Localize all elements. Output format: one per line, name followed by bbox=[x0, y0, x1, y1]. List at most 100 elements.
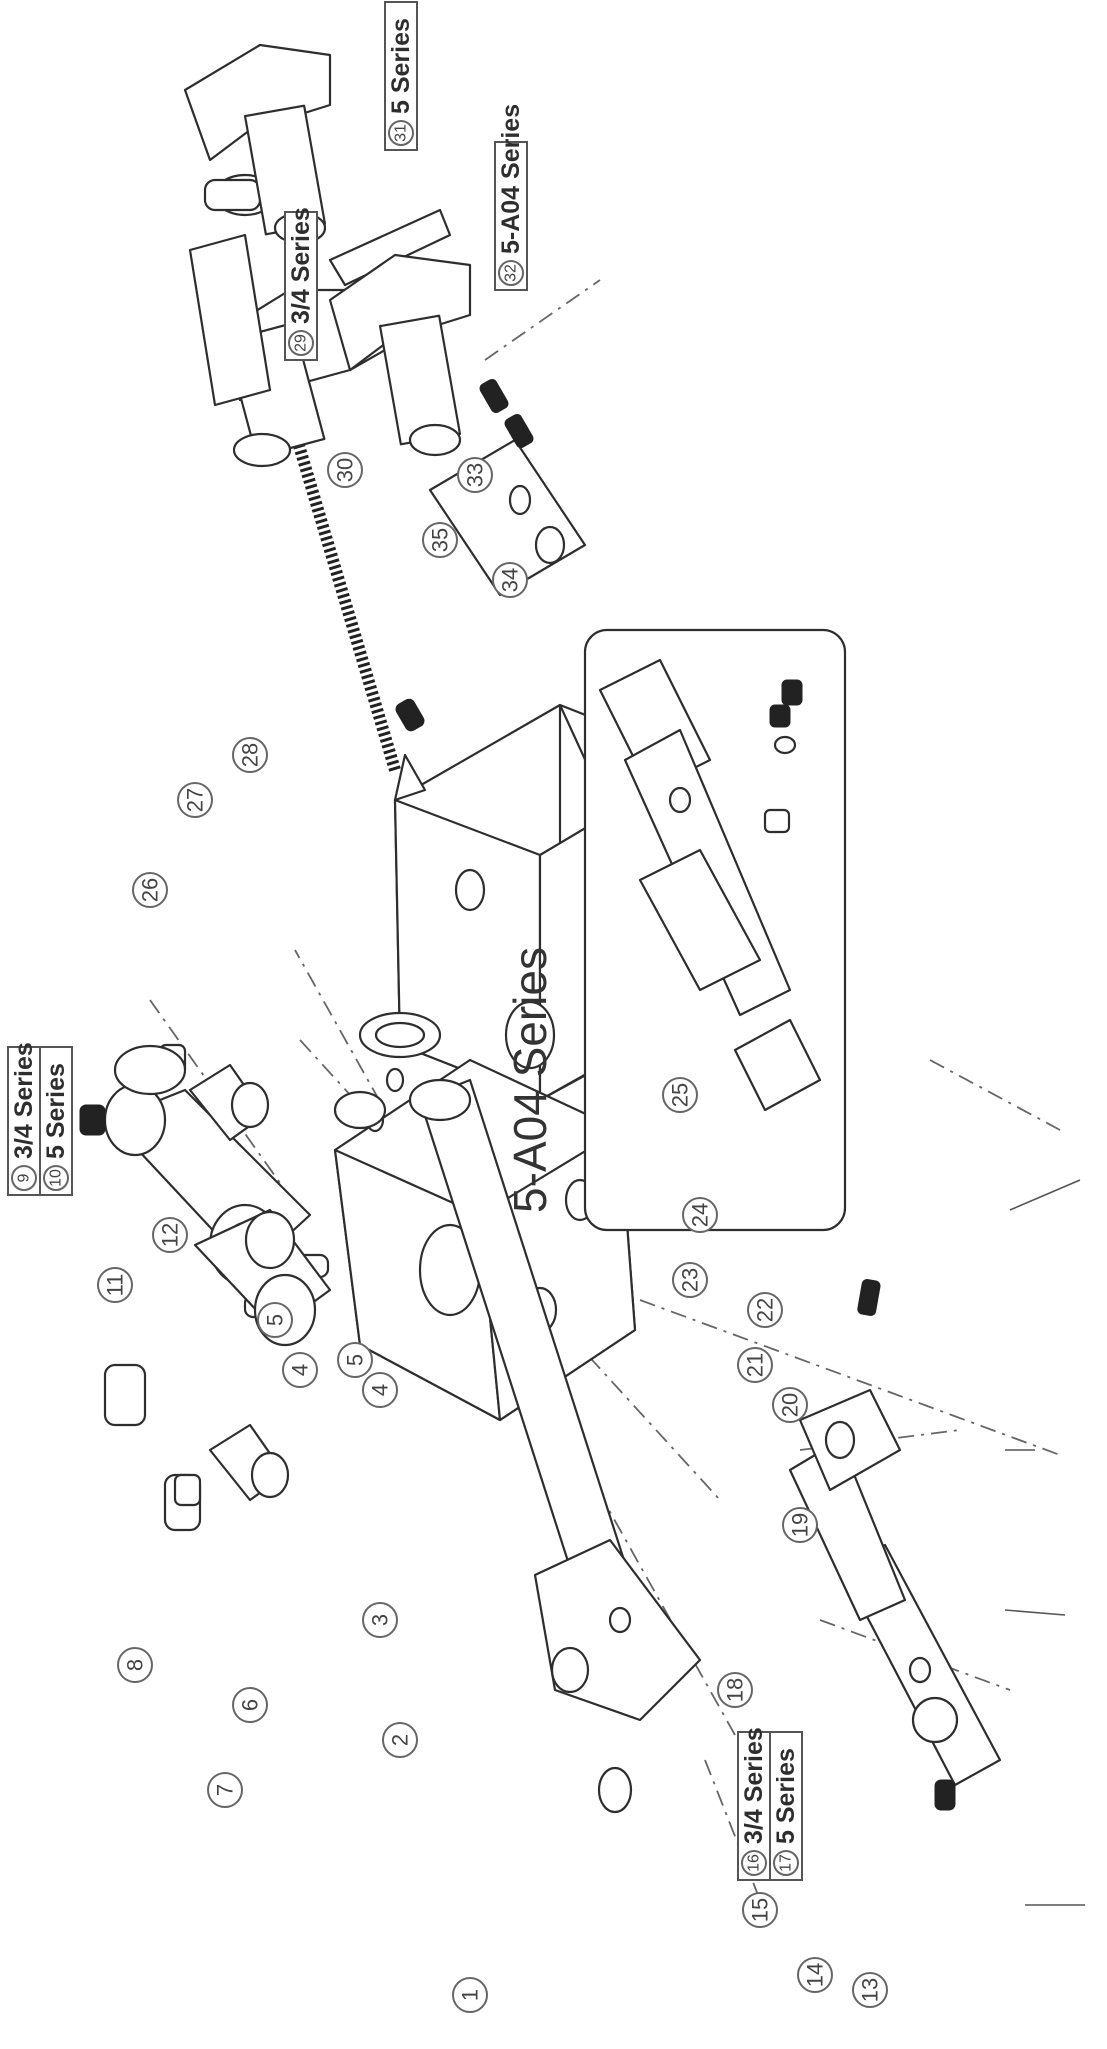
callout-circle bbox=[327, 452, 363, 488]
callout-circle bbox=[177, 782, 213, 818]
callout-30: 30 bbox=[327, 452, 363, 488]
callout-number: 30 bbox=[333, 458, 358, 482]
group-title: 5-A04 Series bbox=[504, 947, 556, 1213]
callout-circle bbox=[737, 1347, 773, 1383]
callout-26: 26 bbox=[132, 872, 168, 908]
callout-35: 35 bbox=[422, 522, 458, 558]
callout-number: 19 bbox=[788, 1513, 813, 1537]
callout-circle bbox=[452, 1977, 488, 2013]
callout-circle bbox=[852, 1972, 888, 2008]
callout-number: 28 bbox=[238, 743, 263, 767]
series-label-number: 9 bbox=[16, 1173, 33, 1182]
callout-number: 12 bbox=[158, 1223, 183, 1247]
series-label-number: 10 bbox=[48, 1169, 65, 1187]
callout-number: 25 bbox=[668, 1083, 693, 1107]
callout-circle bbox=[152, 1217, 188, 1253]
callout-circle bbox=[422, 522, 458, 558]
group-title-text: 5-A04 Series bbox=[504, 947, 556, 1213]
callout-circle bbox=[232, 1687, 268, 1723]
callout-20: 20 bbox=[772, 1387, 808, 1423]
callout-number: 14 bbox=[803, 1963, 828, 1987]
callout-11: 11 bbox=[97, 1267, 133, 1303]
callout-circle bbox=[382, 1722, 418, 1758]
series-label-circle bbox=[498, 260, 524, 286]
callout-25: 25 bbox=[662, 1077, 698, 1113]
callout-circle bbox=[132, 872, 168, 908]
callout-number: 15 bbox=[748, 1898, 773, 1922]
callout-6: 6 bbox=[232, 1687, 268, 1723]
series-label-text: 5 Series bbox=[772, 1748, 800, 1844]
callout-7: 7 bbox=[207, 1772, 243, 1808]
callout-12: 12 bbox=[152, 1217, 188, 1253]
callout-33: 33 bbox=[457, 457, 493, 493]
callout-circle bbox=[362, 1372, 398, 1408]
callout-circle bbox=[232, 737, 268, 773]
callout-number: 33 bbox=[463, 463, 488, 487]
series-label-row bbox=[284, 211, 318, 361]
callout-circle bbox=[207, 1772, 243, 1808]
callout-circle bbox=[672, 1262, 708, 1298]
callout-24: 24 bbox=[682, 1197, 718, 1233]
series-label-holder-32: 325-A04 Series bbox=[494, 104, 528, 291]
holder-32 bbox=[328, 253, 472, 457]
callout-number: 5 bbox=[343, 1354, 368, 1366]
series-label-circle bbox=[288, 330, 314, 356]
callout-15: 15 bbox=[742, 1892, 778, 1928]
callout-circle bbox=[457, 457, 493, 493]
callout-19: 19 bbox=[782, 1507, 818, 1543]
spring bbox=[284, 413, 427, 802]
callout-circle bbox=[782, 1507, 818, 1543]
callout-34: 34 bbox=[492, 562, 528, 598]
lever-1 bbox=[533, 1538, 702, 1814]
series-label-circle bbox=[741, 1850, 767, 1876]
callout-number: 23 bbox=[678, 1268, 703, 1292]
callout-number: 2 bbox=[388, 1734, 413, 1746]
callout-circle bbox=[662, 1077, 698, 1113]
series-label-text: 5 Series bbox=[387, 18, 415, 114]
callout-18: 18 bbox=[717, 1672, 753, 1708]
a04-group-box bbox=[583, 628, 847, 1232]
callout-number: 1 bbox=[458, 1989, 483, 2001]
callout-circle bbox=[362, 1602, 398, 1638]
callout-circle bbox=[337, 1342, 373, 1378]
callout-number: 4 bbox=[288, 1364, 313, 1376]
series-label-circle bbox=[11, 1165, 37, 1191]
callout-circle bbox=[682, 1197, 718, 1233]
callout-13: 13 bbox=[852, 1972, 888, 2008]
callout-circle bbox=[97, 1267, 133, 1303]
callout-4: 4 bbox=[362, 1372, 398, 1408]
callout-number: 6 bbox=[238, 1699, 263, 1711]
callout-28: 28 bbox=[232, 737, 268, 773]
series-label-row bbox=[384, 1, 418, 151]
series-label-arm: 9 3/4 Series 10 5 Series bbox=[7, 1042, 73, 1196]
callout-number: 4 bbox=[368, 1384, 393, 1396]
callout-circle bbox=[492, 562, 528, 598]
callout-number: 21 bbox=[743, 1353, 768, 1377]
callout-8: 8 bbox=[117, 1647, 153, 1683]
series-label-holder-31: 31 5 Series bbox=[384, 1, 418, 151]
series-label-text: 3/4 Series bbox=[10, 1042, 38, 1159]
holder-31 bbox=[183, 43, 332, 245]
callout-27: 27 bbox=[177, 782, 213, 818]
series-label-row bbox=[39, 1046, 73, 1196]
series-label-number: 16 bbox=[746, 1854, 763, 1872]
series-label-row bbox=[494, 141, 528, 291]
callout-4-b: 4 bbox=[282, 1352, 318, 1388]
callout-number: 8 bbox=[123, 1659, 148, 1671]
callout-5-b: 5 bbox=[257, 1302, 293, 1338]
callout-circle bbox=[797, 1957, 833, 1993]
callout-number: 26 bbox=[138, 878, 163, 902]
series-label-holder-29: 293/4 Series bbox=[284, 207, 318, 361]
series-label-text: 5 Series bbox=[42, 1063, 70, 1159]
callout-number: 20 bbox=[778, 1393, 803, 1417]
callout-group: 1234567811121314151819202122232425262728… bbox=[97, 452, 888, 2013]
callout-number: 35 bbox=[428, 528, 453, 552]
lower-guide-parts bbox=[788, 1278, 1002, 1811]
callout-number: 18 bbox=[723, 1678, 748, 1702]
callout-3: 3 bbox=[362, 1602, 398, 1638]
series-label-circle bbox=[773, 1850, 799, 1876]
series-label-number: 31 bbox=[393, 124, 410, 142]
